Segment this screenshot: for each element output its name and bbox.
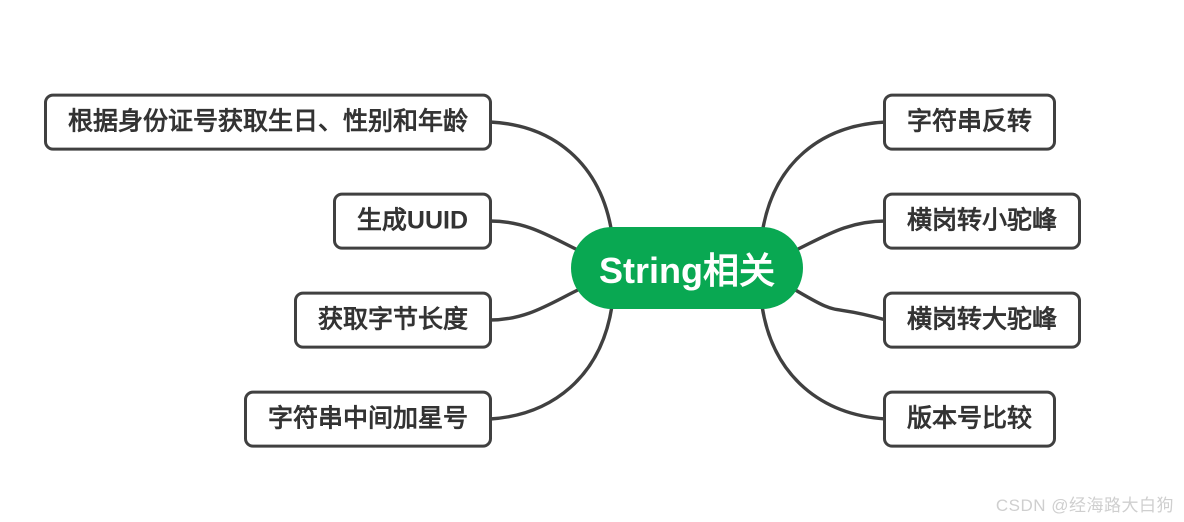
watermark: CSDN @经海路大白狗 (995, 496, 1174, 515)
connector-right-4 (760, 304, 888, 421)
branch-node-dash-to-lower-camel: 横岗转小驼峰 (883, 192, 1082, 250)
connector-left-2 (488, 219, 584, 254)
connector-right-1 (760, 120, 888, 236)
branch-node-mask-middle-with-star: 字符串中间加星号 (243, 390, 492, 448)
branch-node-version-compare: 版本号比较 (883, 390, 1057, 448)
branch-node-get-byte-length: 获取字节长度 (293, 291, 492, 349)
branch-node-id-card-birthday-gender-age: 根据身份证号获取生日、性别和年龄 (43, 93, 492, 151)
connector-left-3 (488, 286, 584, 322)
branch-node-string-reverse: 字符串反转 (883, 93, 1057, 151)
connector-right-3 (790, 286, 888, 322)
connector-left-4 (488, 304, 614, 421)
root-node-string: String相关 (571, 227, 803, 309)
branch-node-generate-uuid: 生成UUID (332, 192, 492, 250)
branch-node-dash-to-upper-camel: 横岗转大驼峰 (883, 291, 1082, 349)
connector-right-2 (790, 219, 888, 254)
connector-left-1 (488, 120, 614, 236)
